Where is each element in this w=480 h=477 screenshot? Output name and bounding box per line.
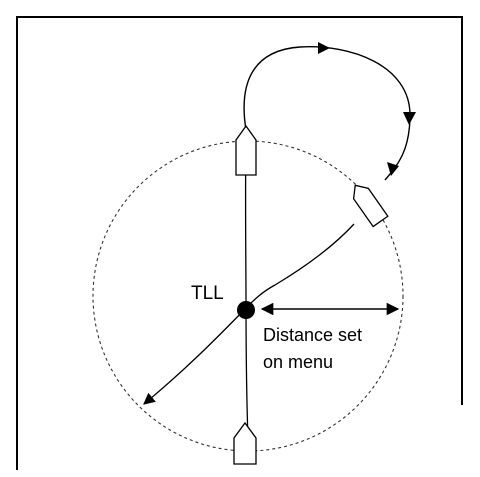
- boat-icon-bottom: [233, 421, 257, 465]
- range-circle: [92, 140, 404, 452]
- vertical-track: [244, 129, 249, 442]
- loop-arrow-top: [318, 42, 330, 54]
- tll-point: [237, 301, 255, 319]
- tll-label: TLL: [191, 283, 224, 304]
- loop-arrow-right: [403, 112, 416, 125]
- turn-loop: [243, 46, 411, 181]
- lower-left-track: [143, 305, 249, 405]
- boat-icon-diagonal: [352, 184, 389, 228]
- frame: [16, 16, 463, 470]
- boat-icon-top: [235, 124, 257, 176]
- return-track: [247, 223, 355, 307]
- distance-label-line1: Distance set: [263, 325, 362, 345]
- loop-arrow-lower: [387, 162, 399, 176]
- distance-label-line2: on menu: [263, 352, 333, 372]
